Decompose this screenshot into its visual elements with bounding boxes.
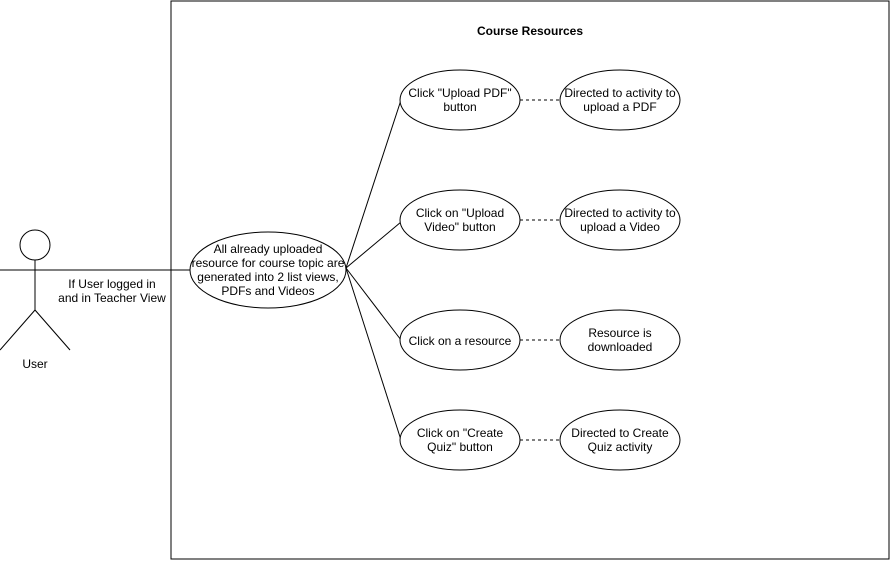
- use-case-create-quiz: Click on "Create Quiz" button: [399, 409, 521, 471]
- system-title: Course Resources: [477, 24, 583, 38]
- link-main-to-action-1: [345, 99, 402, 269]
- use-case-upload-pdf-ellipse: [399, 69, 521, 131]
- result-resource-downloaded-line-2: downloaded: [588, 340, 653, 354]
- use-case-main-ellipse: [189, 231, 347, 309]
- association-label-line-1: If User logged in: [68, 277, 155, 291]
- result-upload-pdf-line-1: Directed to activity to: [564, 86, 676, 100]
- result-upload-pdf: Directed to activity to upload a PDF: [559, 69, 681, 131]
- use-case-upload-video: Click on "Upload Video" button: [399, 189, 521, 251]
- use-case-upload-pdf-line-1: Click "Upload PDF": [408, 86, 511, 100]
- use-case-create-quiz-line-2: Quiz" button: [427, 440, 493, 454]
- result-resource-downloaded-ellipse: [559, 309, 681, 371]
- use-case-main-line-4: PDFs and Videos: [221, 284, 314, 298]
- result-create-quiz-line-2: Quiz activity: [588, 440, 653, 454]
- use-case-upload-video-line-2: Video" button: [424, 220, 495, 234]
- use-case-upload-pdf: Click "Upload PDF" button: [399, 69, 521, 131]
- result-create-quiz: Directed to Create Quiz activity: [559, 409, 681, 471]
- result-create-quiz-ellipse: [559, 409, 681, 471]
- result-upload-pdf-ellipse: [559, 69, 681, 131]
- result-upload-video-ellipse: [559, 189, 681, 251]
- actor-user: User: [0, 229, 71, 371]
- result-upload-video: Directed to activity to upload a Video: [559, 189, 681, 251]
- link-main-to-action-3: [345, 267, 402, 341]
- use-case-main: All already uploaded resource for course…: [189, 231, 347, 309]
- use-case-main-line-2: resource for course topic are: [192, 256, 345, 270]
- result-create-quiz-line-1: Directed to Create: [571, 426, 669, 440]
- association-label-line-2: and in Teacher View: [58, 291, 166, 305]
- use-case-upload-video-ellipse: [399, 189, 521, 251]
- use-case-upload-pdf-line-2: button: [443, 100, 476, 114]
- use-case-click-resource: Click on a resource: [399, 309, 521, 371]
- actor-left-leg: [0, 309, 36, 351]
- result-upload-video-line-2: upload a Video: [580, 220, 660, 234]
- link-main-to-action-2: [345, 221, 402, 269]
- use-case-click-resource-ellipse: [399, 309, 521, 371]
- result-upload-pdf-line-2: upload a PDF: [583, 100, 656, 114]
- link-main-to-action-4: [345, 267, 402, 441]
- use-case-main-line-1: All already uploaded: [214, 242, 323, 256]
- use-case-upload-video-line-1: Click on "Upload: [416, 206, 504, 220]
- use-case-create-quiz-ellipse: [399, 409, 521, 471]
- actor-right-leg: [34, 309, 71, 351]
- result-upload-video-line-1: Directed to activity to: [564, 206, 676, 220]
- use-case-create-quiz-line-1: Click on "Create: [417, 426, 504, 440]
- result-resource-downloaded: Resource is downloaded: [559, 309, 681, 371]
- use-case-click-resource-line-1: Click on a resource: [409, 334, 512, 348]
- use-case-main-line-3: generated into 2 list views,: [197, 270, 338, 284]
- actor-head: [19, 229, 51, 261]
- result-resource-downloaded-line-1: Resource is: [588, 326, 651, 340]
- actor-name: User: [22, 357, 47, 371]
